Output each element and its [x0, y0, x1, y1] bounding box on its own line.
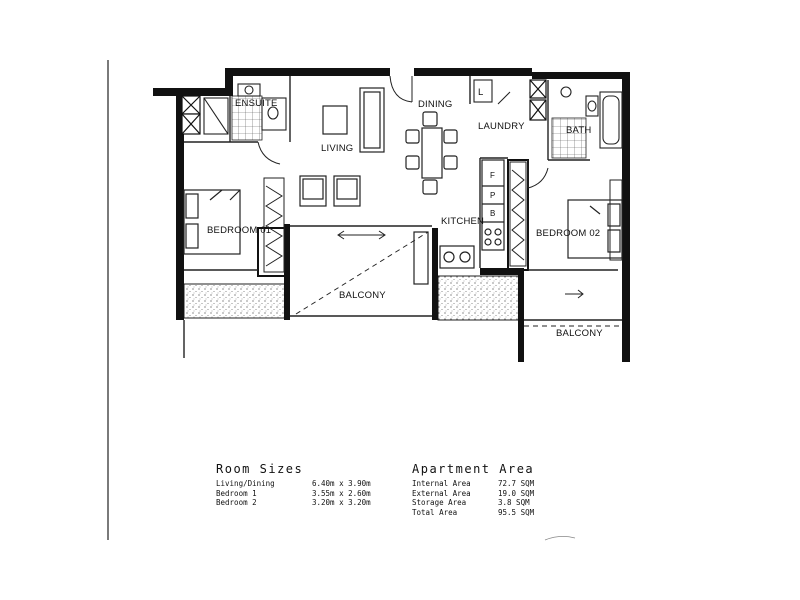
- interior-walls: [183, 76, 622, 358]
- area-value: 72.7 SQM: [498, 479, 535, 488]
- area-name: External Area: [412, 488, 471, 498]
- room-size-value: 3.55m x 2.60m: [312, 488, 371, 498]
- area-row: Total Area 95.5 SQM: [412, 508, 582, 518]
- laundry-l-label: L: [478, 87, 483, 98]
- apartment-area-heading: Apartment Area: [412, 462, 535, 476]
- room-size-name: Bedroom 1: [216, 488, 257, 498]
- area-value: 19.0 SQM: [498, 488, 535, 498]
- area-row: Internal Area 72.7 SQM: [412, 479, 582, 489]
- dining-label: DINING: [418, 99, 452, 110]
- room-size-name: Living/Dining: [216, 479, 275, 488]
- kitchen-fixtures: [413, 159, 505, 285]
- living-furniture: [299, 87, 385, 207]
- area-row: Storage Area 3.8 SQM: [412, 498, 582, 508]
- fridge-label-b: B: [490, 209, 496, 218]
- room-size-name: Bedroom 2: [216, 498, 257, 507]
- wardrobes: [263, 161, 623, 273]
- area-value: 95.5 SQM: [498, 507, 535, 517]
- service-ducts: [181, 79, 547, 135]
- kitchen-label: KITCHEN: [441, 216, 484, 227]
- bedroom-01-label: BEDROOM 01: [207, 225, 271, 236]
- balcony-1-diagonal: [295, 231, 429, 315]
- area-row: External Area 19.0 SQM: [412, 489, 582, 499]
- sliding-door-arrows: [337, 230, 584, 299]
- balcony-1-label: BALCONY: [339, 290, 386, 301]
- room-size-row: Bedroom 1 3.55m x 2.60m: [216, 489, 396, 499]
- fridge-label-f: F: [490, 171, 495, 180]
- scan-mark: [544, 536, 576, 541]
- room-size-value: 6.40m x 3.90m: [312, 479, 371, 488]
- fridge-label-p: P: [490, 191, 496, 200]
- balcony-1-planter: [183, 283, 287, 319]
- balcony-2-label: BALCONY: [556, 328, 603, 339]
- bedroom-02-label: BEDROOM 02: [536, 228, 600, 239]
- apartment-area-table: Apartment Area Internal Area 72.7 SQM Ex…: [412, 462, 582, 517]
- bathroom-fixtures: [203, 79, 623, 149]
- room-size-row: Bedroom 2 3.20m x 3.20m: [216, 498, 396, 508]
- ensuite-label: ENSUITE: [235, 98, 278, 109]
- dining-table: [405, 111, 458, 195]
- door-swings: [257, 75, 549, 189]
- bath-tiles: [551, 117, 587, 159]
- area-value: 3.8 SQM: [498, 498, 530, 507]
- exterior-walls: [153, 68, 630, 362]
- area-name: Storage Area: [412, 498, 467, 507]
- living-label: LIVING: [321, 143, 353, 154]
- area-name: Total Area: [412, 507, 458, 517]
- area-name: Internal Area: [412, 479, 471, 488]
- room-size-value: 3.20m x 3.20m: [312, 498, 371, 507]
- room-sizes-heading: Room Sizes: [216, 462, 304, 476]
- balcony-2-planter: [437, 275, 521, 321]
- beds: [183, 189, 623, 259]
- room-sizes-table: Room Sizes Living/Dining 6.40m x 3.90m B…: [216, 462, 396, 508]
- room-size-row: Living/Dining 6.40m x 3.90m: [216, 479, 396, 489]
- laundry-label: LAUNDRY: [478, 121, 525, 132]
- bath-label: BATH: [566, 125, 591, 136]
